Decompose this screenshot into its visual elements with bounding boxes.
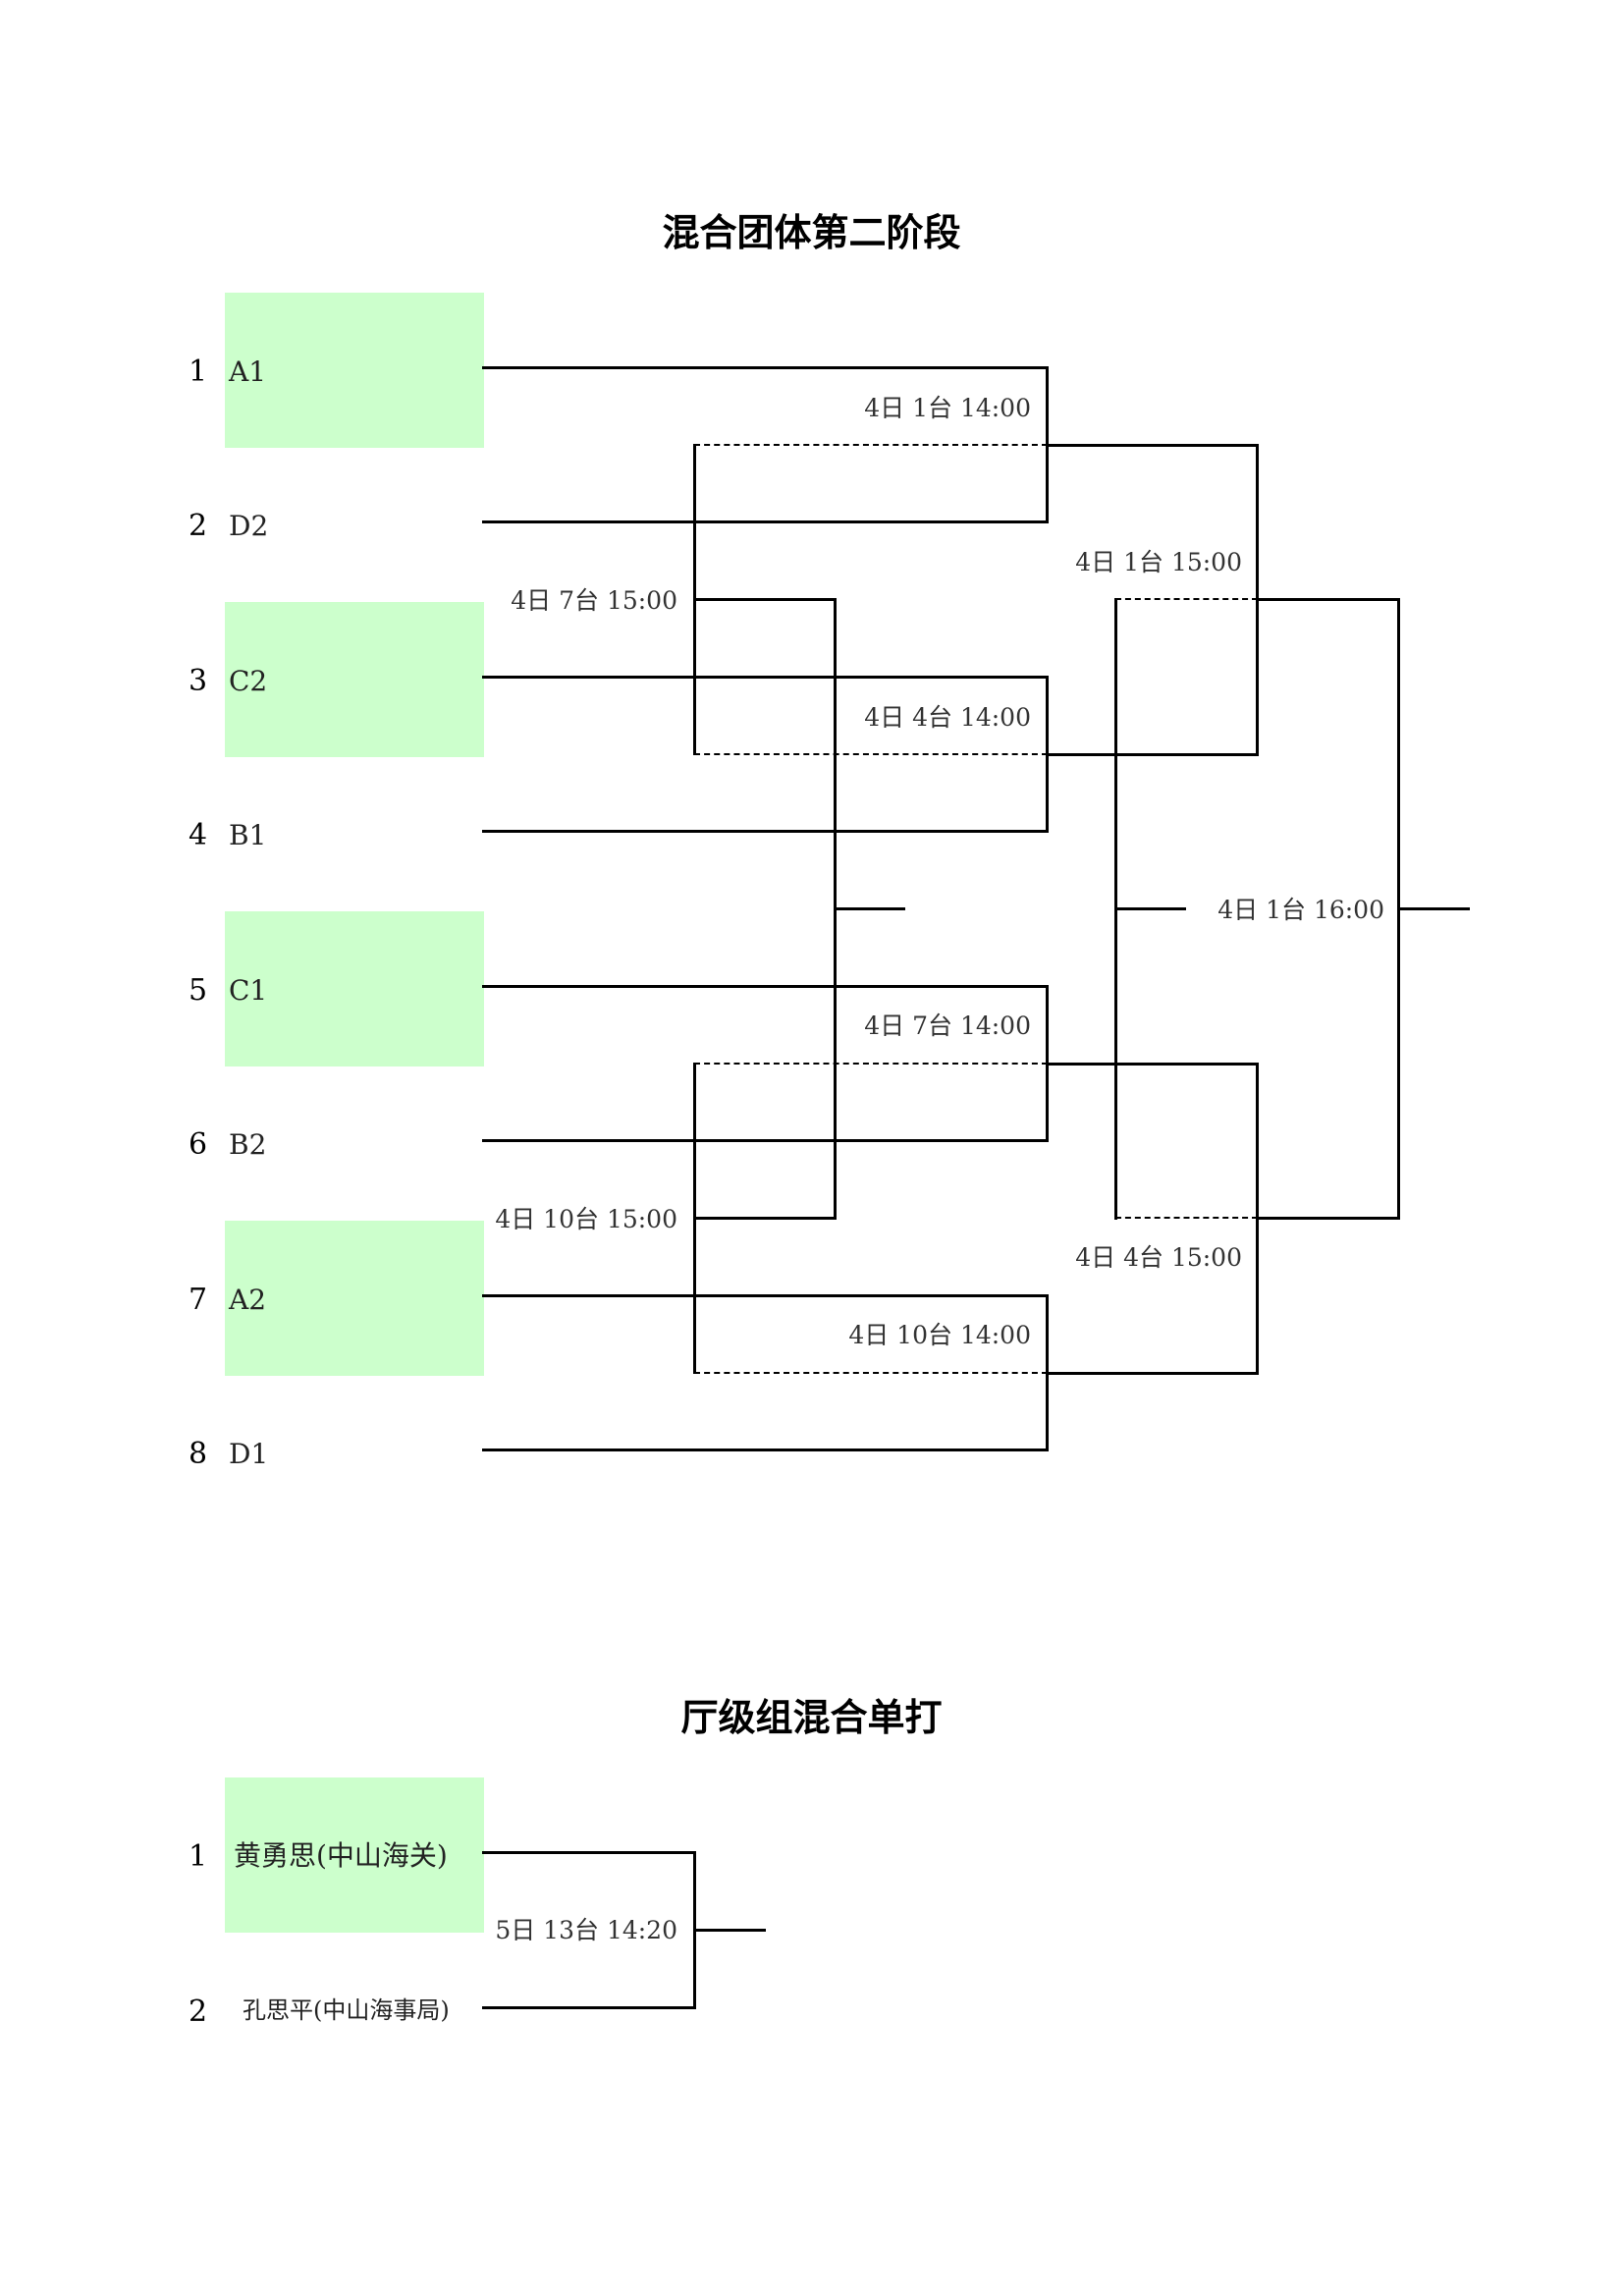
bracket-dashed-line (694, 444, 1048, 446)
bracket-line (482, 1851, 694, 1854)
bracket-line (835, 907, 905, 910)
bracket-line (482, 366, 1048, 369)
seed-number: 6 (189, 1127, 208, 1162)
bracket-line (1047, 753, 1258, 756)
bracket-line (1047, 444, 1258, 447)
bracket-line (1047, 1372, 1258, 1375)
seed-number: 7 (189, 1283, 208, 1317)
match-label: 4日 7台 15:00 (511, 586, 677, 615)
seed-highlight (225, 602, 484, 757)
seed-number: 1 (189, 1839, 208, 1874)
match-label: 4日 1台 14:00 (864, 394, 1031, 422)
bracket-line (482, 985, 1048, 988)
match-label: 4日 10台 15:00 (495, 1205, 677, 1233)
seed-highlight (225, 293, 484, 448)
bracket-line (482, 520, 1048, 523)
seed-highlight (225, 911, 484, 1066)
entry-name: B2 (229, 1128, 267, 1161)
seed-number: 8 (189, 1437, 208, 1471)
entry-name: C1 (229, 974, 268, 1007)
bracket-line (482, 830, 1048, 833)
seed-highlight (225, 1221, 484, 1376)
bracket-dashed-line (694, 753, 1048, 755)
seed-number: 5 (189, 973, 208, 1008)
team-bracket-title: 混合团体第二阶段 (662, 211, 961, 254)
bracket-dashed-line (1115, 598, 1258, 600)
bracket-line (482, 1139, 1048, 1142)
bracket-line (694, 1929, 766, 1932)
bracket-line (1115, 907, 1186, 910)
entry-name: A2 (229, 1284, 267, 1316)
entry-name: D2 (229, 510, 269, 542)
seed-number: 4 (189, 818, 208, 852)
entry-name: 黄勇思(中山海关) (234, 1839, 448, 1872)
bracket-line (1047, 1063, 1258, 1066)
bracket-line (694, 1217, 836, 1220)
singles-bracket-title: 厅级组混合单打 (680, 1696, 943, 1739)
match-label: 4日 10台 14:00 (848, 1321, 1031, 1349)
seed-number: 1 (189, 355, 208, 389)
seed-number: 2 (189, 1995, 208, 2029)
match-label: 4日 4台 15:00 (1075, 1243, 1242, 1272)
bracket-dashed-line (694, 1063, 1048, 1065)
bracket-line (694, 598, 836, 601)
bracket-dashed-line (1115, 1217, 1258, 1219)
match-label: 4日 7台 14:00 (864, 1011, 1031, 1040)
match-label: 4日 4台 14:00 (864, 703, 1031, 732)
seed-number: 2 (189, 509, 208, 543)
bracket-dashed-line (694, 1372, 1048, 1374)
bracket-line (482, 1294, 1048, 1297)
entry-name: C2 (229, 665, 268, 697)
match-label: 4日 1台 16:00 (1217, 896, 1384, 924)
entry-name: D1 (229, 1438, 269, 1470)
bracket-line (1257, 1217, 1399, 1220)
entry-name: B1 (229, 819, 267, 851)
bracket-line (1257, 598, 1399, 601)
entry-name: 孔思平(中山海事局) (243, 1996, 450, 2024)
seed-highlight (225, 1777, 484, 1933)
bracket-line (1398, 907, 1470, 910)
match-label: 4日 1台 15:00 (1075, 548, 1242, 576)
bracket-line (482, 1449, 1048, 1451)
bracket-line (482, 676, 1048, 679)
entry-name: A1 (229, 355, 267, 388)
match-label: 5日 13台 14:20 (495, 1916, 677, 1944)
bracket-line (482, 2006, 694, 2009)
seed-number: 3 (189, 664, 208, 698)
